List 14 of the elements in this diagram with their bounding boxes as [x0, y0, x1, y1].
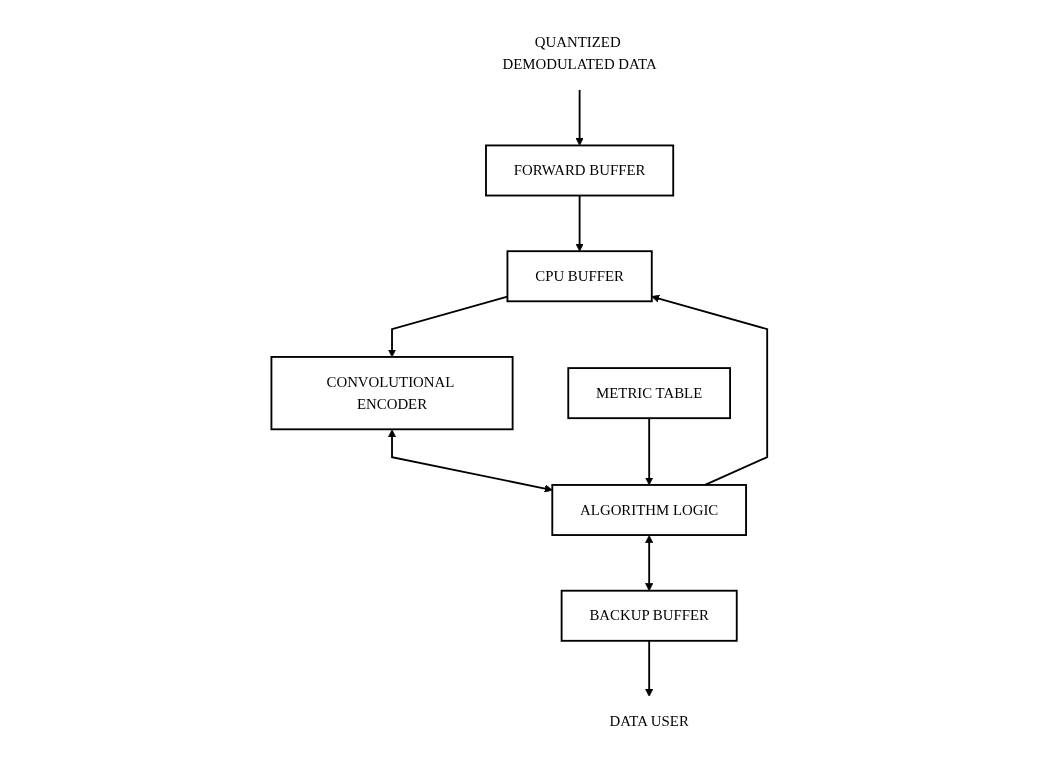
node-box: CONVOLUTIONAL ENCODER — [270, 356, 514, 431]
arrow — [644, 417, 653, 486]
node-box: BACKUP BUFFER — [560, 589, 738, 642]
arrow — [644, 535, 653, 592]
node-text: QUANTIZED DEMODULATED DATA — [502, 34, 657, 73]
node-box: FORWARD BUFFER — [484, 144, 674, 197]
arrow — [575, 194, 584, 252]
arrow — [575, 88, 584, 146]
node-box: ALGORITHM LOGIC — [551, 484, 747, 536]
arrow — [644, 639, 653, 697]
node-box: CPU BUFFER — [506, 250, 653, 303]
arrow — [651, 294, 768, 486]
node-box: METRIC TABLE — [567, 367, 731, 420]
node-text: DATA USER — [609, 713, 689, 729]
